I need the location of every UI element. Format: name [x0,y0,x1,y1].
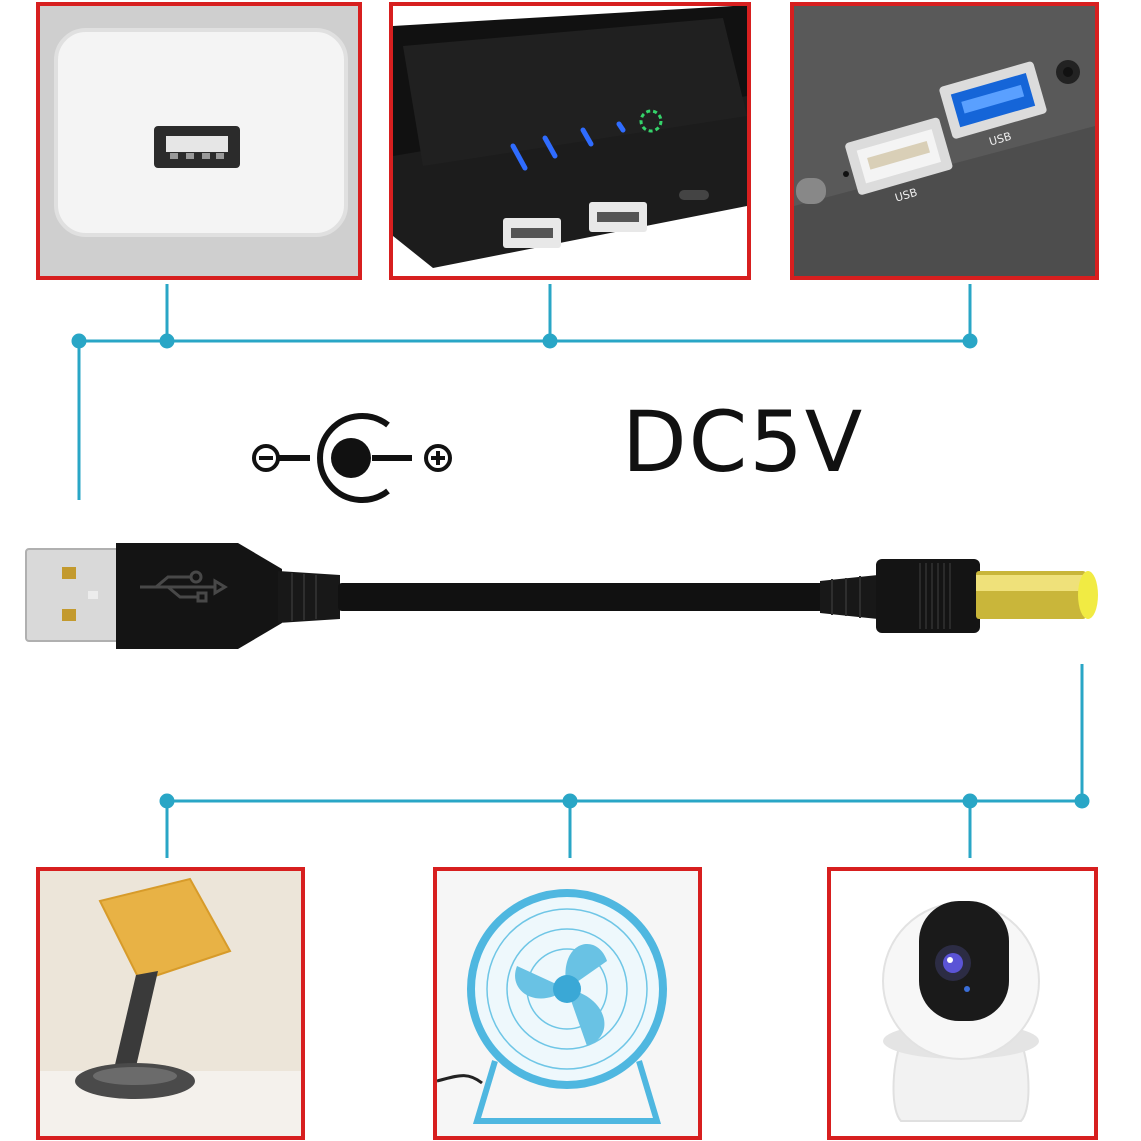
usb-dc-cable-icon [25,543,1098,649]
usb-port-label: USB [894,186,919,205]
wall-charger-icon [40,6,358,276]
computer-usb-ports-icon: USB USB [794,6,1095,276]
desk-lamp-icon [40,871,301,1136]
usb-fan-panel [433,867,702,1140]
usb-fan-icon [437,871,698,1136]
power-bank-panel [389,2,751,280]
power-bank-icon [393,6,747,276]
desk-lamp-panel [36,867,305,1140]
security-camera-panel [827,867,1098,1140]
security-camera-icon [831,871,1094,1136]
usb-port-label-2: USB [988,130,1013,149]
voltage-label: DC5V [622,393,865,491]
wall-charger-panel [36,2,362,280]
polarity-symbol [252,413,452,503]
computer-ports-panel: USB USB [790,2,1099,280]
